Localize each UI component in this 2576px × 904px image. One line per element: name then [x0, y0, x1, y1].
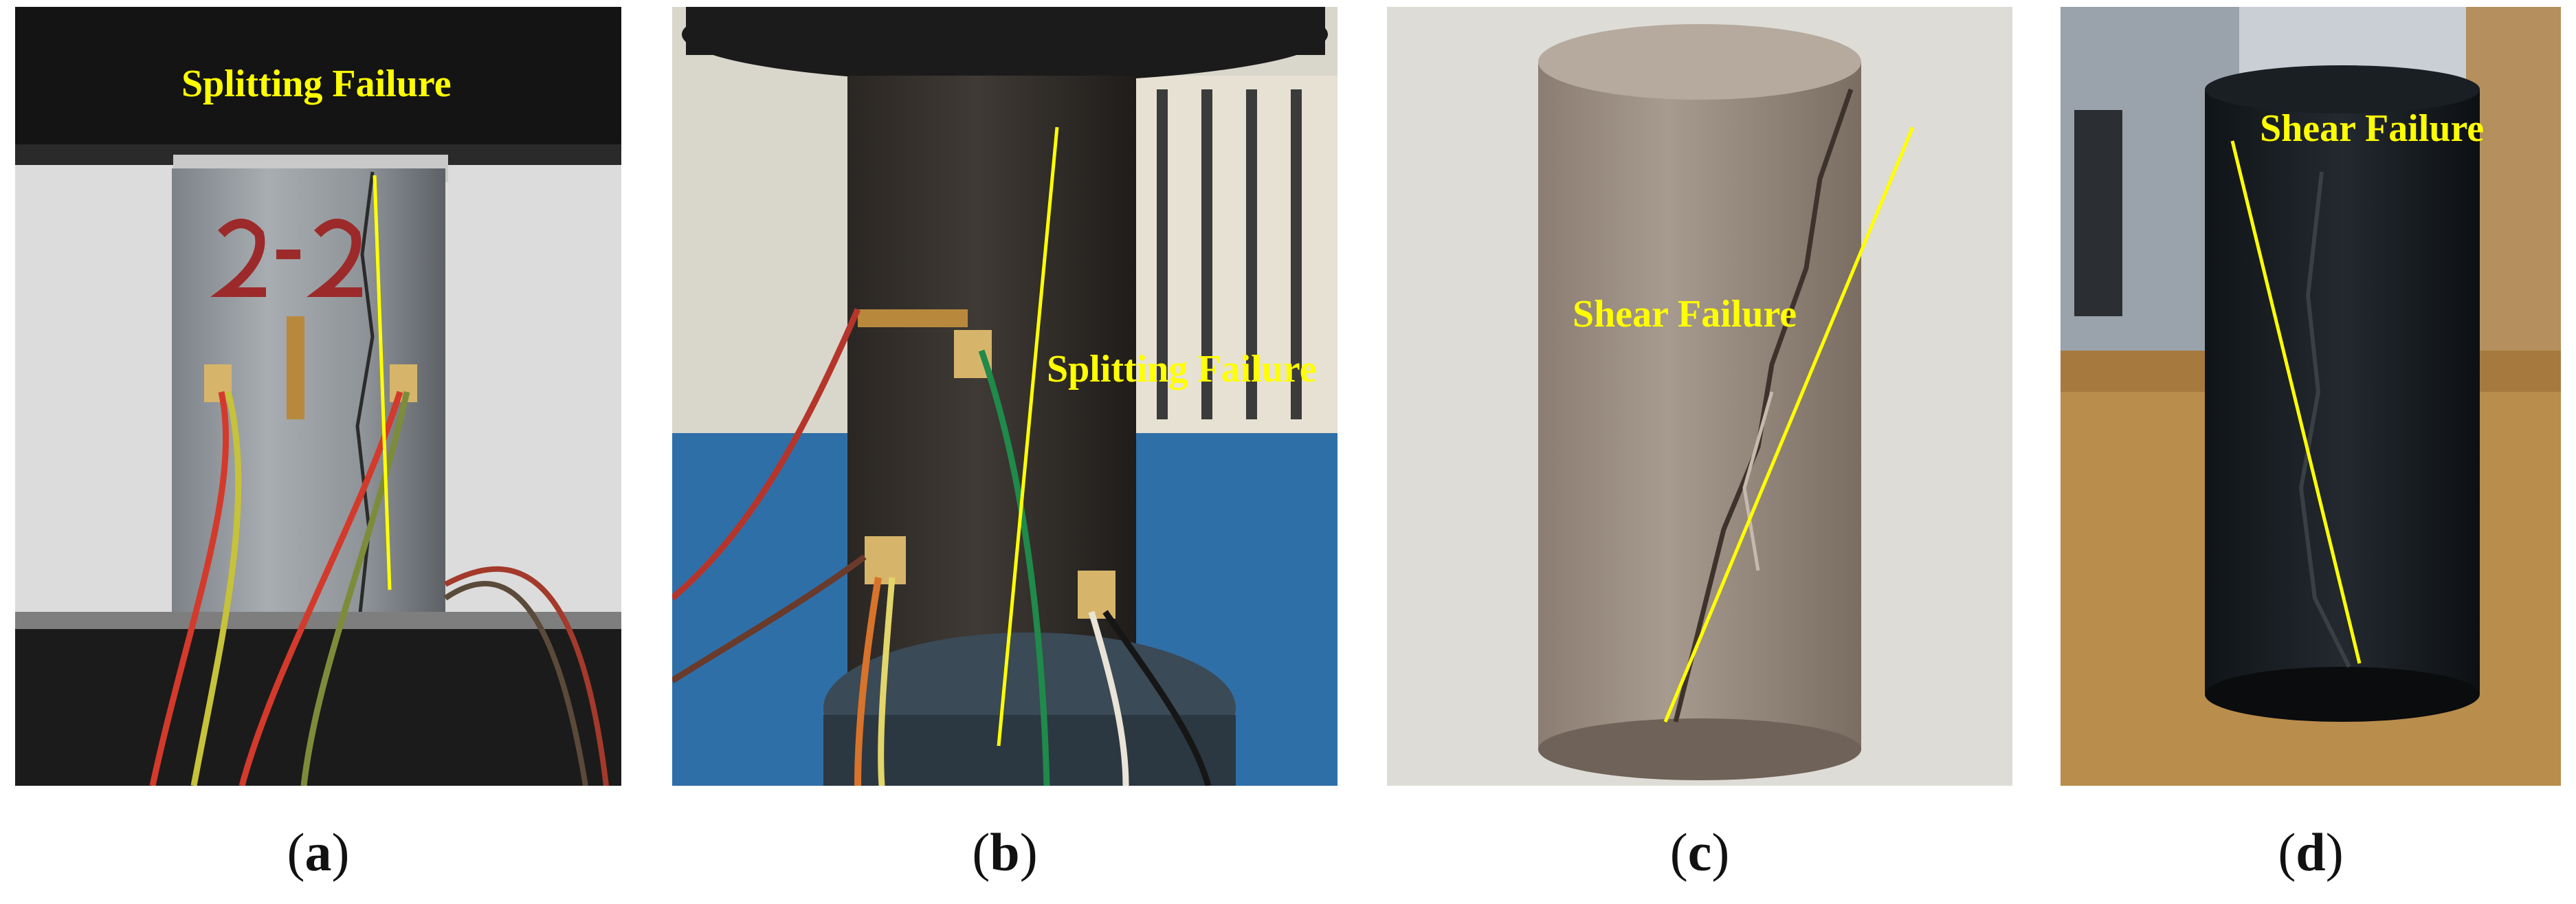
caption-b: (b): [972, 822, 1038, 882]
panel-a: Splitting Failure: [15, 7, 621, 786]
panel-d-label: Shear Failure: [2260, 107, 2484, 150]
caption-d: (d): [2278, 822, 2344, 882]
top-platen: [15, 7, 621, 158]
failure-line: [2230, 140, 2362, 664]
failure-line: [373, 175, 392, 591]
panel-b-label: Splitting Failure: [1047, 348, 1317, 390]
specimen-top: [2205, 65, 2480, 113]
specimen-top: [1538, 24, 1861, 100]
wires: [149, 391, 230, 786]
crack: [2298, 171, 2351, 668]
panel-c-photo: Shear Failure: [1387, 7, 2012, 786]
failure-line: [997, 126, 1059, 747]
panel-c-label: Shear Failure: [1573, 293, 1797, 335]
crack: [1673, 88, 1854, 723]
strain-gauge: [865, 536, 906, 584]
wires: [672, 308, 861, 601]
failure-line: [1663, 126, 1915, 723]
panel-d: Shear Failure: [2061, 7, 2561, 786]
panel-a-label: Splitting Failure: [181, 63, 452, 105]
panel-d-photo: Shear Failure: [2061, 7, 2561, 786]
strain-gauge: [287, 316, 304, 419]
caption-a: (a): [287, 822, 350, 882]
strain-gauge: [858, 309, 968, 327]
panel-b: Splitting Failure: [672, 7, 1337, 786]
panel-c: Shear Failure: [1387, 7, 2012, 786]
specimen-cylinder: [2205, 89, 2480, 694]
panel-b-photo: Splitting Failure: [672, 7, 1337, 786]
caption-c: (c): [1669, 822, 1730, 882]
specimen-cylinder: [1538, 62, 1861, 749]
panel-a-photo: Splitting Failure: [15, 7, 621, 786]
specimen-marking: [210, 219, 362, 297]
strain-gauge: [1078, 571, 1115, 619]
